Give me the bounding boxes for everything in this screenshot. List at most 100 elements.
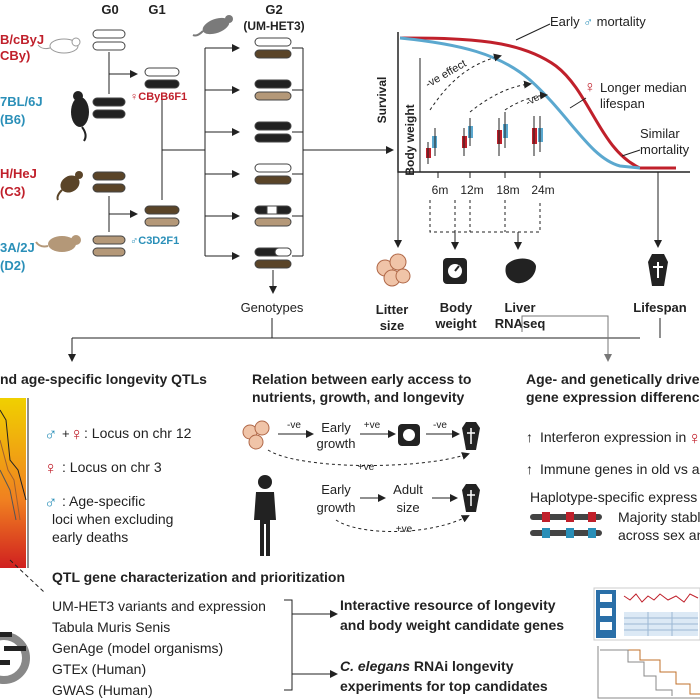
qtl-source-5: GWAS (Human) — [52, 682, 153, 698]
strain-1-name: B/cByJ — [0, 32, 44, 47]
left-panel-title: nd age-specific longevity QTLs — [0, 371, 207, 387]
coffin-icon — [648, 254, 668, 286]
human-icon — [254, 475, 276, 556]
left-l3c: early deaths — [52, 529, 128, 545]
female-symbol-icon-1: ♀ — [70, 424, 84, 444]
mid-early-2a: Early — [321, 482, 351, 497]
age-12m: 12m — [460, 183, 483, 197]
right-maj2: across sex an — [618, 527, 700, 543]
mouse-brown-icon — [56, 171, 83, 201]
right-title-1: Age- and genetically drive — [526, 371, 700, 387]
resource-thumbnail — [593, 587, 700, 641]
strain-3-name: H/HeJ — [0, 166, 37, 181]
chromosome-zoom-icon — [0, 632, 30, 684]
mid-neg-1: -ve — [287, 420, 301, 431]
f1-male-label: ♂C3D2F1 — [130, 235, 179, 247]
g1-chromosomes — [144, 67, 180, 227]
male-symbol-icon: ♂ — [44, 424, 58, 444]
ann-early: Early ♂ mortality — [550, 14, 646, 29]
mid-adult-b: size — [396, 500, 419, 515]
age-6m: 6m — [432, 183, 449, 197]
up-arrow-icon-2: ↑ — [526, 461, 533, 477]
left-l2: : Locus on chr 3 — [62, 459, 162, 475]
ann-median-1: Longer median — [600, 80, 687, 95]
mid-neg-2: -ve — [433, 420, 447, 431]
genotypes-label: Genotypes — [241, 300, 304, 315]
scale-icon-2 — [398, 424, 420, 446]
mid-pos-3: +ve — [396, 524, 413, 535]
qtl-out-1a: Interactive resource of longevity — [340, 597, 556, 613]
qtl-source-2: Tabula Muris Senis — [52, 619, 170, 635]
age-18m: 18m — [496, 183, 519, 197]
weight-label-2: weight — [434, 316, 477, 331]
female-symbol-icon-2: ♀ — [44, 458, 58, 478]
coffin-icon-2 — [462, 422, 480, 450]
left-l3a: : Age-specific — [62, 493, 145, 509]
liver-icon — [505, 258, 536, 284]
survival-chart: Survival Body weight -ve effect -ve 6m 1… — [375, 14, 690, 197]
mouse-black-icon — [71, 91, 89, 142]
right-i1: Interferon expression in — [540, 429, 686, 445]
right-title-2: gene expression differenc — [526, 389, 700, 405]
lifespan-label: Lifespan — [633, 300, 687, 315]
litter-label-1: Litter — [376, 302, 409, 317]
qtl-source-1: UM-HET3 variants and expression — [52, 598, 266, 614]
ann-median-2: lifespan — [600, 96, 645, 111]
mouse-grey-icon — [192, 15, 233, 37]
survival-ylabel: Survival — [375, 77, 389, 124]
ann-similar-1: Similar — [640, 126, 680, 141]
gen-g1: G1 — [148, 2, 165, 17]
mouse-white-icon — [37, 37, 81, 54]
mouse-tan-icon — [35, 235, 81, 252]
g2-to-survival-lines — [269, 47, 394, 294]
mid-title-1: Relation between early access to — [252, 371, 471, 387]
weight-boxplots — [426, 112, 543, 164]
scale-icon — [443, 258, 467, 284]
female-survival-curve — [399, 36, 676, 170]
qtl-source-3: GenAge (model organisms) — [52, 640, 223, 656]
gen-g2-sub: (UM-HET3) — [243, 19, 304, 33]
mid-pos-2: +ve — [358, 462, 375, 473]
gen-g2: G2 — [265, 2, 282, 17]
right-hap: Haplotype-specific express — [530, 489, 697, 505]
qtl-out-1b: and body weight candidate genes — [340, 617, 564, 633]
mid-early-2b: growth — [316, 500, 355, 515]
strain-1-abbr: CBy) — [0, 48, 30, 63]
qtl-title: QTL gene characterization and prioritiza… — [52, 569, 345, 585]
survival-thumbnail — [597, 646, 700, 699]
gen-g0: G0 — [101, 2, 118, 17]
female-symbol-icon: ♀ — [584, 79, 596, 96]
mid-adult-a: Adult — [393, 482, 423, 497]
qtl-out-2a: C. elegans RNAi longevity — [340, 658, 514, 674]
strain-2-name: 7BL/6J — [0, 94, 43, 109]
qtl-source-4: GTEx (Human) — [52, 661, 146, 677]
ann-similar-2: mortality — [640, 142, 690, 157]
litter-icon-2 — [242, 420, 270, 450]
right-maj1: Majority stabl — [618, 509, 700, 525]
litter-icon — [376, 253, 411, 287]
panel-flow-lines — [68, 318, 661, 362]
mid-early-1a: Early — [321, 420, 351, 435]
chart-outcome-arrows — [394, 172, 662, 250]
coffin-icon-3 — [462, 484, 480, 512]
left-l1: : Locus on chr 12 — [84, 425, 192, 441]
qtl-bracket — [284, 599, 338, 691]
strain-4-abbr: (D2) — [0, 258, 25, 273]
up-arrow-icon-1: ↑ — [526, 429, 533, 445]
haplotype-bars — [530, 512, 602, 538]
mid-early-1b: growth — [316, 436, 355, 451]
g2-chromosomes — [254, 37, 292, 269]
litter-label-2: size — [380, 318, 405, 333]
female-symbol-icon-3: ♀ — [688, 428, 700, 448]
mid-title-2: nutrients, growth, and longevity — [252, 389, 465, 405]
male-survival-curve — [399, 36, 641, 170]
qtl-out-2b: experiments for top candidates — [340, 678, 548, 694]
liver-label-2: RNAseq — [495, 316, 546, 331]
rnaseq-flow-line — [521, 315, 612, 362]
age-24m: 24m — [531, 183, 554, 197]
strain-2-abbr: (B6) — [0, 112, 25, 127]
cross-lines-g1 — [161, 44, 240, 260]
mid-pos-1: +ve — [364, 420, 381, 431]
plus-sign: + — [62, 426, 70, 441]
